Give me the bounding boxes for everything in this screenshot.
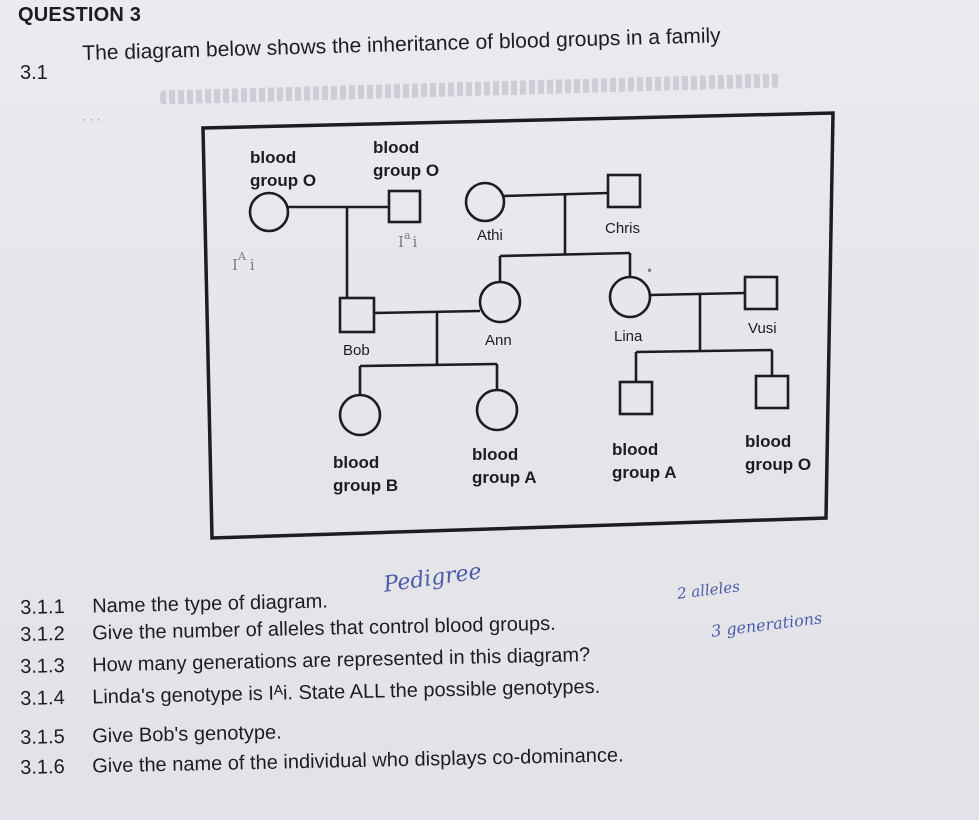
sub-question-5: 3.1.5 Give Bob's genotype. bbox=[20, 722, 282, 750]
athi-symbol bbox=[464, 181, 506, 223]
child1-label-line1: blood bbox=[333, 453, 379, 472]
gen1-female-symbol bbox=[248, 191, 290, 233]
sub-question-text: Name the type of diagram. bbox=[91, 590, 329, 618]
chris-name: Chris bbox=[605, 220, 640, 237]
lina-symbol bbox=[608, 275, 652, 319]
child1-female-symbol bbox=[338, 393, 382, 437]
handwritten-answer-3: 3 generations bbox=[710, 608, 824, 641]
sub-question-number: 3.1.3 bbox=[20, 655, 65, 678]
gen1-male-label-line1: blood bbox=[373, 138, 419, 157]
sub-question-4: 3.1.4 Linda's genotype is Iᴬi. State ALL … bbox=[20, 676, 600, 711]
child1-label-line2: group B bbox=[333, 476, 398, 495]
sub-question-text: Give the number of alleles that control … bbox=[91, 612, 556, 645]
ann-name: Ann bbox=[485, 332, 512, 349]
handwritten-answer-2: 2 alleles bbox=[676, 577, 741, 603]
sub-question-1: 3.1.1 Name the type of diagram. bbox=[20, 591, 328, 620]
child4-label-line1: blood bbox=[745, 432, 791, 451]
child3-label-line1: blood bbox=[612, 440, 658, 459]
bob-ann-marriage-line bbox=[373, 309, 481, 315]
question-number: 3.1 bbox=[20, 62, 48, 84]
ann-symbol bbox=[478, 280, 522, 324]
child2-label-line2: group A bbox=[472, 468, 537, 487]
sub-question-text: How many generations are represented in … bbox=[91, 644, 591, 677]
sub-question-number: 3.1.5 bbox=[20, 726, 65, 749]
lina-vusi-sibship-line bbox=[635, 348, 773, 354]
sub-question-text: Give the name of the individual who disp… bbox=[91, 744, 624, 778]
sub-question-number: 3.1.2 bbox=[20, 623, 65, 646]
child4-male-symbol bbox=[754, 374, 790, 410]
child3-label-line2: group A bbox=[612, 463, 677, 482]
child2-label-line1: blood bbox=[472, 445, 518, 464]
lina-name: Lina bbox=[614, 328, 643, 345]
athi-name: Athi bbox=[477, 227, 503, 244]
gen1-male-label-line2: group O bbox=[373, 161, 439, 180]
bob-symbol bbox=[338, 296, 376, 334]
gen1-female-label-line1: blood bbox=[250, 148, 296, 167]
sub-question-3: 3.1.3 How many generations are represente… bbox=[20, 644, 590, 679]
child2-female-symbol bbox=[475, 388, 519, 432]
sub-question-number: 3.1.1 bbox=[20, 596, 65, 619]
bob-ann-sibship-line bbox=[359, 362, 498, 368]
sub-question-text: Linda's genotype is Iᴬi. State ALL the p… bbox=[91, 675, 601, 709]
question-heading: QUESTION 3 bbox=[18, 4, 142, 26]
sub-question-number: 3.1.4 bbox=[20, 687, 65, 710]
pencil-mark-lina: • bbox=[646, 264, 653, 278]
sub-question-number: 3.1.6 bbox=[20, 756, 65, 779]
sub-question-text: Give Bob's genotype. bbox=[91, 721, 282, 748]
chris-symbol bbox=[606, 173, 642, 209]
handwritten-answer-1: Pedigree bbox=[382, 559, 484, 598]
gen1-female-label-line2: group O bbox=[250, 171, 316, 190]
sub-question-6: 3.1.6 Give the name of the individual who… bbox=[20, 744, 624, 780]
bob-name: Bob bbox=[343, 342, 370, 359]
child3-male-symbol bbox=[618, 380, 654, 416]
bleed-through-dots: · · · bbox=[82, 112, 101, 126]
athi-chris-sibship-line bbox=[499, 251, 631, 258]
child4-label-line2: group O bbox=[745, 455, 811, 474]
vusi-name: Vusi bbox=[748, 320, 777, 337]
athi-chris-marriage-line bbox=[503, 191, 609, 198]
diagram-frame bbox=[201, 111, 835, 540]
lina-vusi-marriage-line bbox=[649, 291, 746, 297]
